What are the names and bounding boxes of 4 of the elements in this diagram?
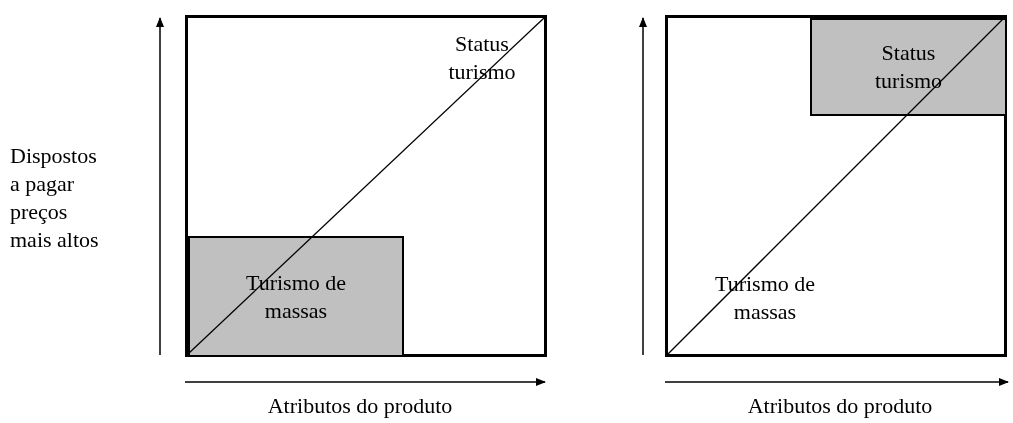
axis-label: Atributos do produto: [746, 392, 934, 420]
axis-label: Dispostos a pagar preços mais altos: [10, 142, 100, 254]
segment-box: Status turismo: [810, 18, 1007, 116]
axis-label: Atributos do produto: [266, 392, 454, 420]
